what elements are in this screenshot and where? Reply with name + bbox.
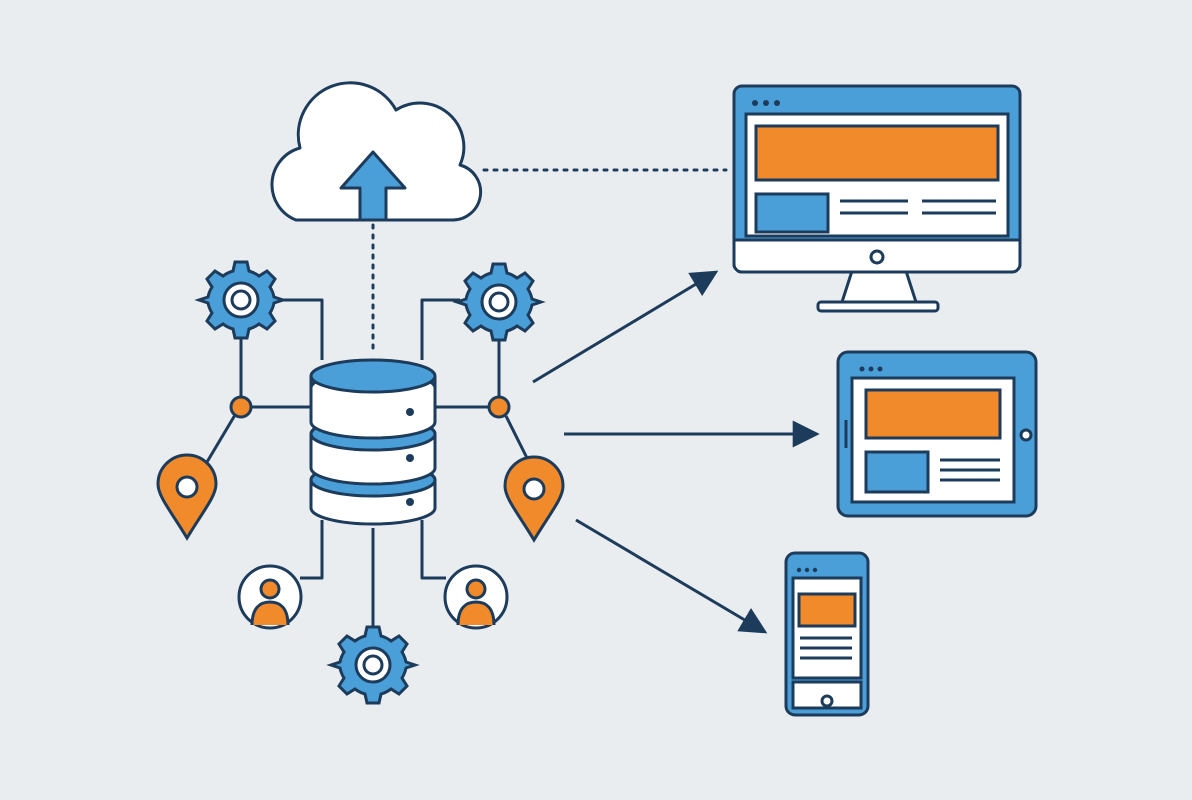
- junction-node-right: [487, 395, 511, 419]
- connector-right-pin: [504, 415, 530, 461]
- upload-arrow-icon: [339, 150, 407, 222]
- location-pin-icon: [156, 453, 218, 541]
- connector-bottom-right-user: [420, 520, 446, 580]
- connector-bottom-left-user: [300, 520, 324, 580]
- user-icon: [237, 564, 303, 630]
- junction-node-left: [229, 395, 253, 419]
- gear-icon: [194, 260, 288, 340]
- user-icon: [443, 564, 509, 630]
- tablet-icon: [836, 350, 1038, 518]
- gear-icon: [452, 262, 546, 342]
- distribution-arrows: [532, 270, 820, 634]
- location-pin-icon: [503, 455, 565, 543]
- cloud-upload-icon: [270, 81, 483, 222]
- arrow-to-smartphone: [575, 518, 768, 634]
- desktop-monitor-icon: [732, 84, 1022, 313]
- connector-right-top-bracket: [420, 298, 460, 360]
- network-connectors: [205, 298, 530, 630]
- smartphone-icon: [784, 551, 870, 717]
- gear-icon: [326, 625, 420, 705]
- connector-left-top-bracket: [280, 298, 324, 360]
- arrow-to-monitor: [532, 270, 719, 384]
- connector-left-pin: [205, 414, 237, 463]
- database-icon: [309, 358, 437, 526]
- dotted-connectors: [371, 168, 728, 352]
